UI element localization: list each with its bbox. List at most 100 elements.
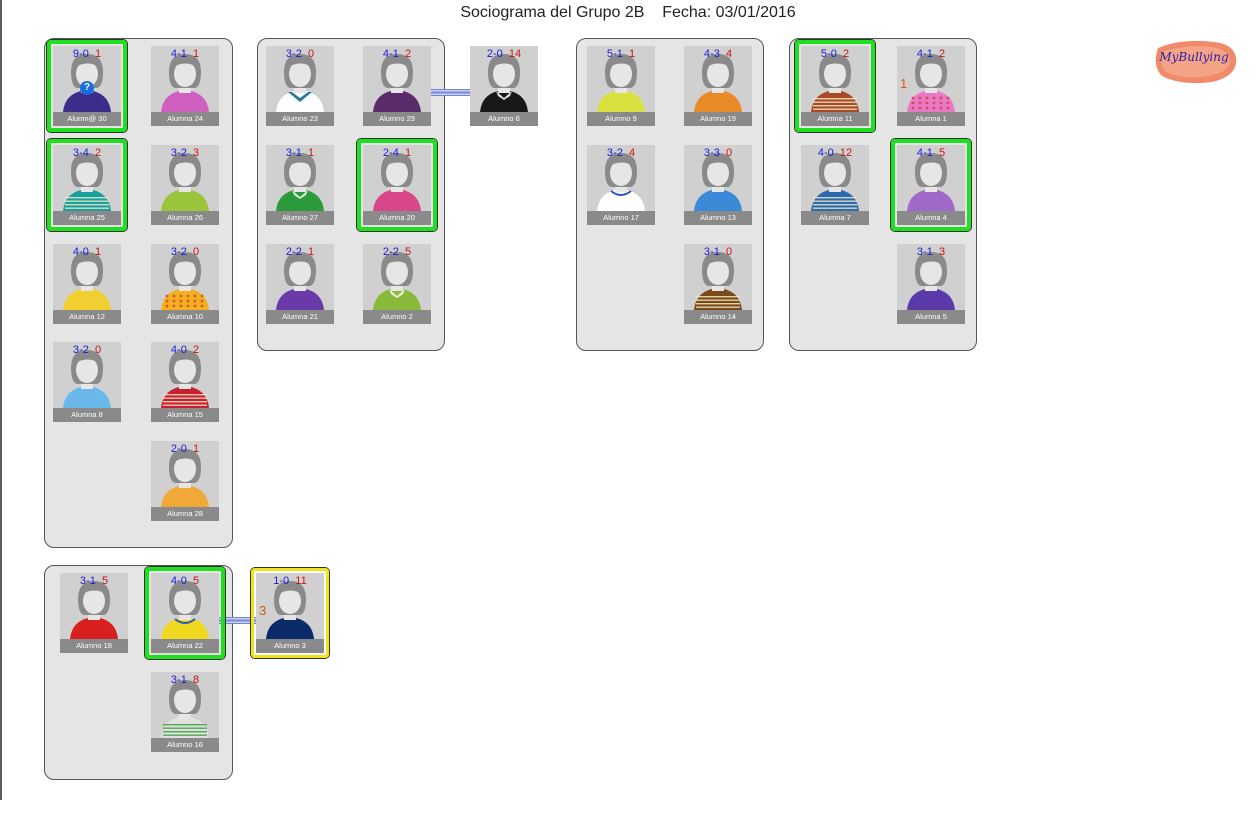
student-card[interactable]: 4-1 2 Alumna 1 1 [897, 46, 965, 126]
positive-score: 3-1 [170, 674, 187, 686]
negative-score: 1 [192, 48, 200, 60]
side-count: 3 [259, 603, 267, 618]
student-name: Alumna 4 [897, 211, 965, 225]
avatar-icon [897, 145, 965, 211]
negative-score: 3 [938, 246, 946, 258]
student-name: Alumna 22 [151, 639, 219, 653]
student-card[interactable]: 2-0 1 Alumna 28 [151, 441, 219, 521]
negative-score: 1 [307, 147, 315, 159]
avatar-icon [684, 145, 752, 211]
student-name: Alumno 27 [266, 211, 334, 225]
green-highlight-frame [891, 139, 971, 231]
negative-score: 3 [192, 147, 200, 159]
student-name: Alumno 2 [363, 310, 431, 324]
green-highlight-frame [795, 40, 875, 132]
score-label: 3-2 3 [151, 147, 219, 159]
negative-score: 4 [725, 48, 733, 60]
positive-score: 3-4 [72, 147, 89, 159]
negative-score: 12 [839, 147, 853, 159]
positive-score: 1-0 [273, 575, 290, 587]
negative-score: 5 [192, 575, 200, 587]
positive-score: 5-0 [820, 48, 837, 60]
student-name: Alumno 19 [684, 112, 752, 126]
negative-score: 2 [938, 48, 946, 60]
student-name: Alumna 26 [151, 211, 219, 225]
score-label: 3-1 8 [151, 674, 219, 686]
student-name: Alumna 24 [151, 112, 219, 126]
positive-score: 2-4 [382, 147, 399, 159]
negative-score: 2 [94, 147, 102, 159]
student-name: Alumno 29 [363, 112, 431, 126]
avatar-icon [801, 46, 869, 112]
yellow-highlight-frame [251, 568, 329, 658]
student-name: Alumno 18 [60, 639, 128, 653]
side-count: 1 [900, 76, 908, 91]
negative-score: 0 [94, 344, 102, 356]
negative-score: 2 [192, 344, 200, 356]
positive-score: 2-0 [486, 48, 503, 60]
score-label: 3-4 2 [53, 147, 121, 159]
student-name: Alumna 21 [266, 310, 334, 324]
score-label: 4-1 2 [897, 48, 965, 60]
logo-text: MyBullying [1158, 50, 1229, 64]
avatar-icon [470, 46, 538, 112]
student-name: Alumna 12 [53, 310, 121, 324]
negative-score: 5 [101, 575, 109, 587]
student-name: Alumna 25 [53, 211, 121, 225]
avatar-icon [151, 672, 219, 738]
student-name: Alumna 1 [897, 112, 965, 126]
avatar-icon [53, 145, 121, 211]
student-card[interactable]: 4-3 4 Alumno 19 [684, 46, 752, 126]
score-label: 2-0 1 [151, 443, 219, 455]
score-label: 3-1 3 [897, 246, 965, 258]
positive-score: 3-3 [703, 147, 720, 159]
score-label: 3-1 0 [684, 246, 752, 258]
avatar-icon [363, 46, 431, 112]
negative-score: 0 [725, 246, 733, 258]
student-name: Alumno 23 [266, 112, 334, 126]
avatar-icon [266, 46, 334, 112]
positive-score: 3-2 [606, 147, 623, 159]
score-label: 5-0 2 [801, 48, 869, 60]
avatar-icon [801, 145, 869, 211]
student-name: Alumno 6 [470, 112, 538, 126]
negative-score: 0 [725, 147, 733, 159]
student-name: Alumna 28 [151, 507, 219, 521]
avatar-icon [266, 145, 334, 211]
positive-score: 5-1 [606, 48, 623, 60]
positive-score: 3-1 [916, 246, 933, 258]
avatar-icon [587, 46, 655, 112]
positive-score: 2-2 [382, 246, 399, 258]
score-label: 3-2 4 [587, 147, 655, 159]
positive-score: 2-2 [285, 246, 302, 258]
score-label: 4-3 4 [684, 48, 752, 60]
student-card[interactable]: 3-2 3 Alumna 26 [151, 145, 219, 225]
negative-score: 0 [192, 246, 200, 258]
